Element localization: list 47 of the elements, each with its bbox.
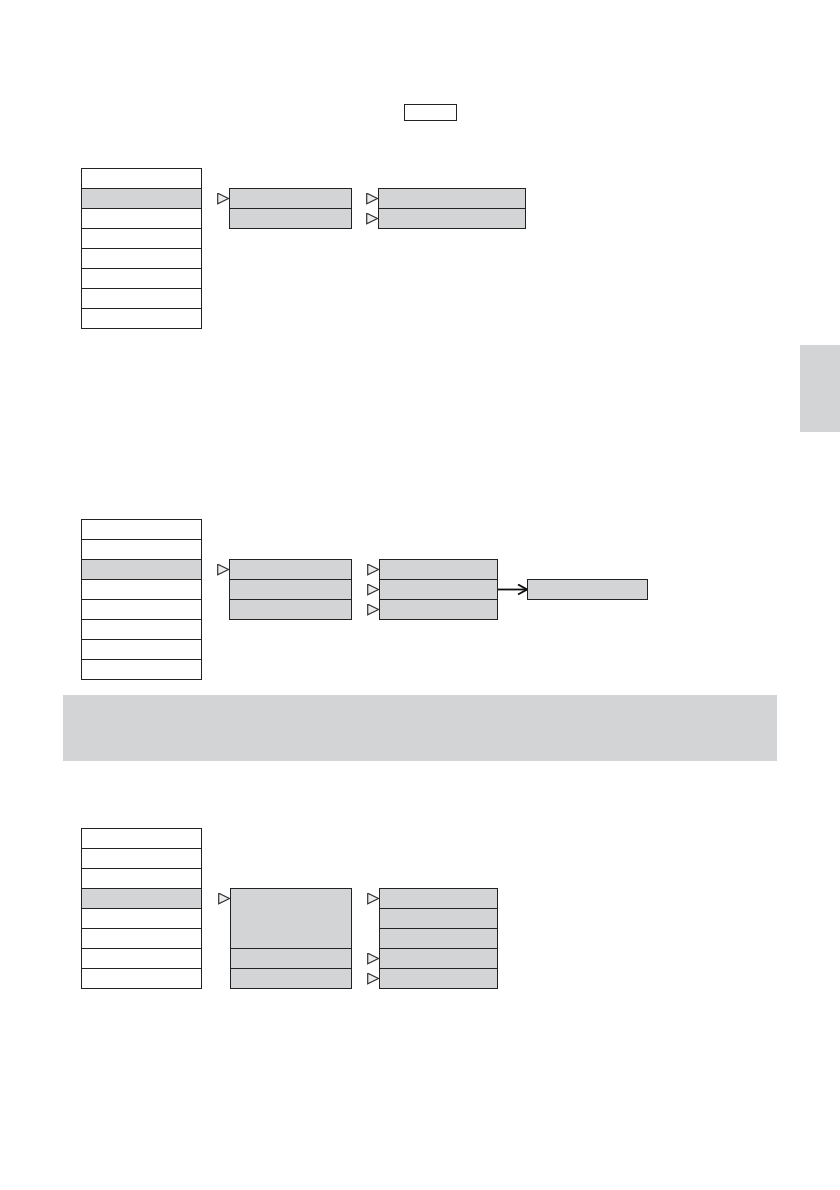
submenu-item bbox=[379, 908, 498, 929]
menu-item bbox=[81, 579, 202, 600]
submenu-item bbox=[527, 579, 648, 600]
menu-item bbox=[81, 208, 202, 229]
menu-item bbox=[81, 928, 202, 949]
note-band bbox=[63, 695, 777, 761]
submenu-item bbox=[230, 888, 352, 949]
menu-item bbox=[81, 539, 202, 560]
menu-item bbox=[81, 228, 202, 249]
menu-item bbox=[81, 248, 202, 269]
submenu-item bbox=[230, 948, 352, 969]
menu-item bbox=[81, 828, 202, 849]
menu-item bbox=[81, 659, 202, 680]
submenu-item bbox=[229, 208, 352, 229]
submenu-item bbox=[229, 559, 352, 580]
menu-item bbox=[81, 848, 202, 869]
menu-item bbox=[81, 268, 202, 289]
submenu-item bbox=[229, 188, 352, 209]
selected-menu-item bbox=[81, 888, 202, 909]
submenu-item bbox=[379, 948, 498, 969]
submenu-item bbox=[379, 559, 498, 580]
submenu-item bbox=[229, 579, 352, 600]
submenu-item bbox=[229, 599, 352, 620]
menu-item bbox=[81, 968, 202, 989]
menu-item bbox=[81, 908, 202, 929]
selected-menu-item bbox=[81, 559, 202, 580]
menu-item bbox=[81, 619, 202, 640]
menu-item bbox=[81, 599, 202, 620]
submenu-item bbox=[379, 968, 498, 989]
menu-item bbox=[81, 948, 202, 969]
submenu-item bbox=[379, 579, 498, 600]
menu-item bbox=[81, 308, 202, 329]
menu-item bbox=[81, 868, 202, 889]
submenu-item bbox=[379, 888, 498, 909]
menu-item bbox=[81, 288, 202, 309]
menu-item bbox=[81, 639, 202, 660]
submenu-item bbox=[378, 208, 526, 229]
menu-item bbox=[81, 168, 202, 189]
side-tab bbox=[800, 345, 840, 432]
submenu-item bbox=[378, 188, 526, 209]
submenu-item bbox=[379, 599, 498, 620]
label-box bbox=[404, 104, 457, 121]
selected-menu-item bbox=[81, 188, 202, 209]
submenu-item bbox=[230, 968, 352, 989]
arrow bbox=[497, 583, 528, 596]
menu-item bbox=[81, 519, 202, 540]
submenu-item bbox=[379, 928, 498, 949]
